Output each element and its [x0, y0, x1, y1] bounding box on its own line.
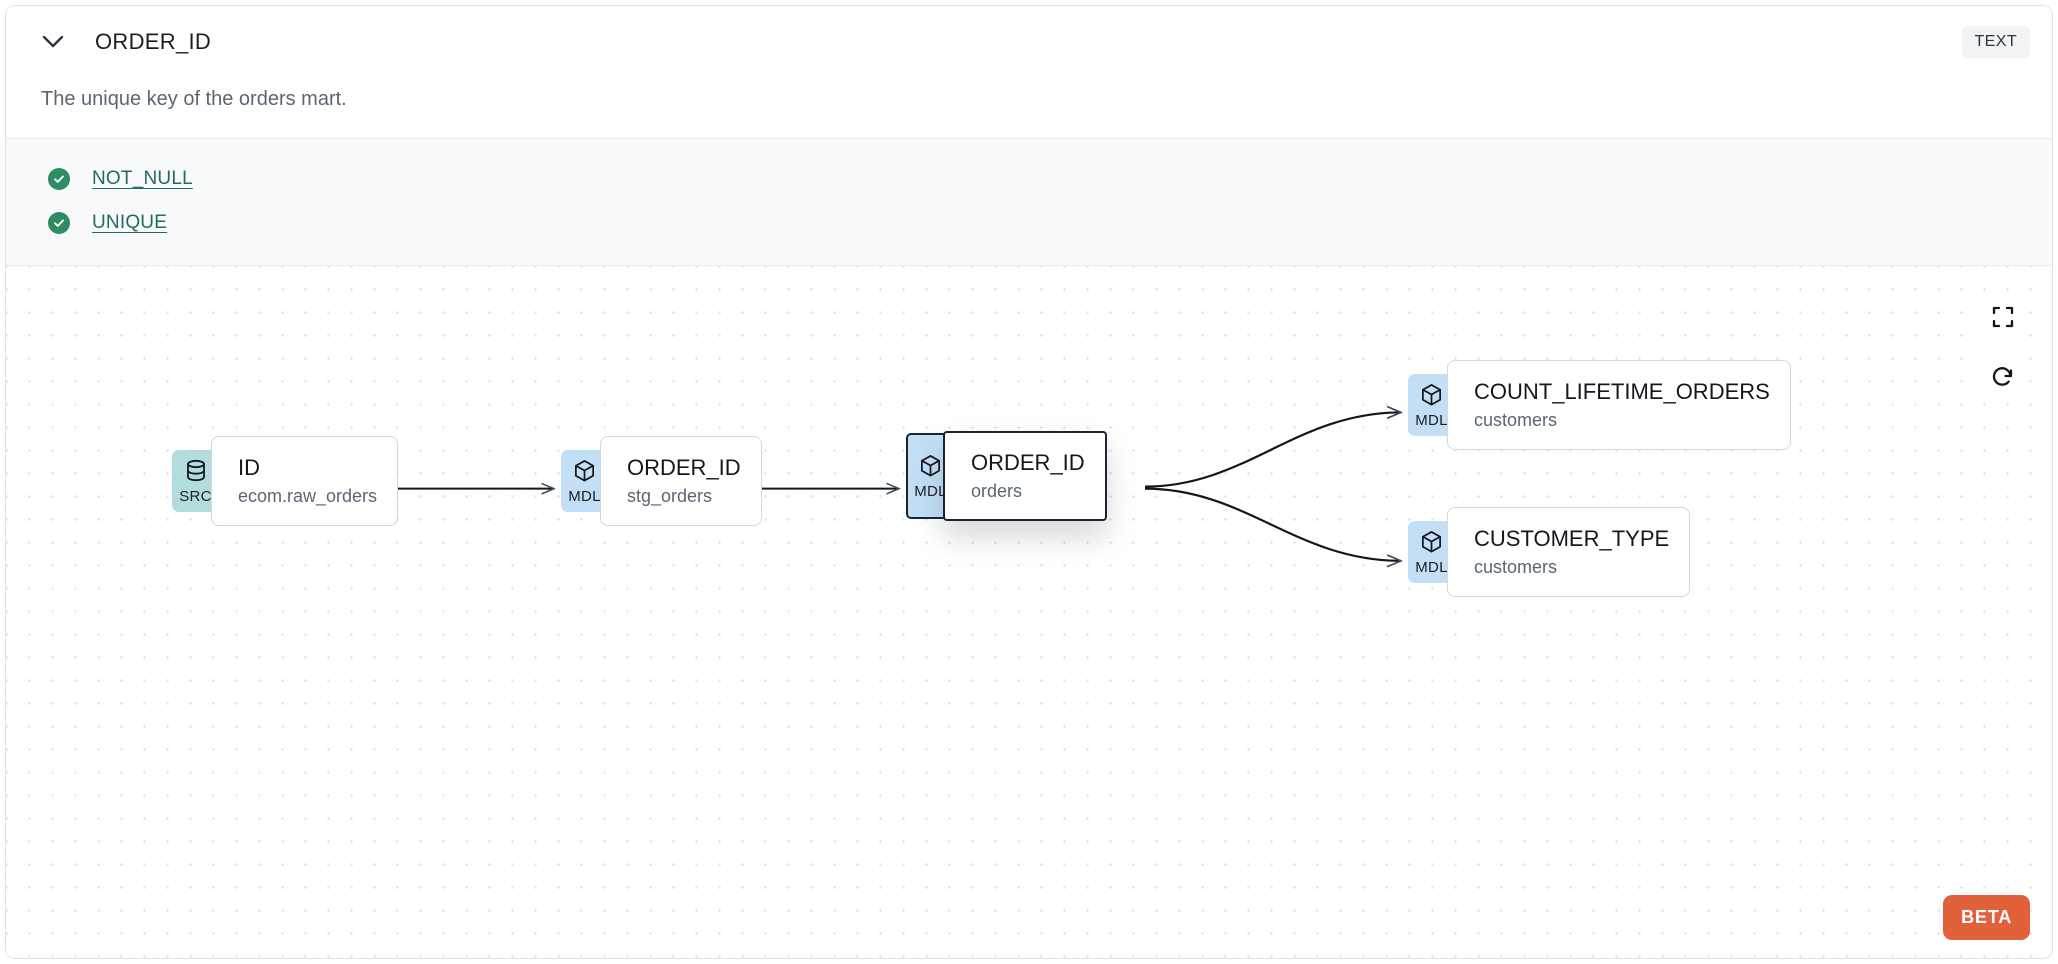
column-detail-panel: ORDER_ID TEXT The unique key of the orde…	[5, 5, 2053, 959]
fit-view-icon[interactable]	[1980, 294, 2026, 340]
test-link-unique[interactable]: UNIQUE	[92, 212, 168, 233]
node-table-name: customers	[1474, 409, 1558, 430]
node-body: CUSTOMER_TYPE customers	[1447, 507, 1691, 597]
source-badge-label: SRC	[179, 487, 212, 505]
panel-header: ORDER_ID TEXT	[6, 6, 2052, 78]
edge-orders-to-count	[1144, 412, 1401, 488]
test-row: NOT_NULL	[48, 157, 2022, 201]
model-badge-label: MDL	[568, 487, 601, 505]
node-body: ORDER_ID stg_orders	[600, 436, 762, 526]
lineage-canvas[interactable]: SRC ID ecom.raw_orders MDL ORDE	[6, 266, 2052, 958]
node-body: COUNT_LIFETIME_ORDERS customers	[1447, 360, 1791, 450]
node-table-name: orders	[971, 480, 1023, 501]
node-column-name: CUSTOMER_TYPE	[1474, 526, 1670, 552]
node-table-name: ecom.raw_orders	[238, 485, 378, 506]
check-circle-icon	[48, 168, 70, 190]
lineage-node-count-lifetime-orders[interactable]: MDL COUNT_LIFETIME_ORDERS customers	[1408, 360, 1791, 450]
database-icon	[185, 459, 207, 488]
node-table-name: customers	[1474, 556, 1558, 577]
test-row: UNIQUE	[48, 201, 2022, 245]
lineage-node-stg-order-id[interactable]: MDL ORDER_ID stg_orders	[561, 436, 762, 526]
cube-icon	[573, 459, 596, 488]
node-column-name: ID	[238, 455, 260, 481]
node-column-name: COUNT_LIFETIME_ORDERS	[1474, 379, 1770, 405]
cube-icon	[1420, 383, 1443, 412]
canvas-controls	[1980, 294, 2026, 400]
beta-badge[interactable]: BETA	[1943, 895, 2030, 940]
node-column-name: ORDER_ID	[627, 455, 741, 481]
model-badge-label: MDL	[1415, 411, 1448, 429]
lineage-node-orders-order-id[interactable]: MDL ORDER_ID orders	[906, 431, 1107, 521]
tests-section: NOT_NULL UNIQUE	[6, 138, 2052, 266]
cube-icon	[919, 454, 942, 483]
node-body: ORDER_ID orders	[943, 431, 1107, 521]
column-type-badge: TEXT	[1961, 26, 2030, 58]
check-circle-icon	[48, 212, 70, 234]
model-badge-label: MDL	[1415, 558, 1448, 576]
chevron-down-icon[interactable]	[36, 25, 70, 59]
test-link-not-null[interactable]: NOT_NULL	[92, 168, 193, 189]
refresh-icon[interactable]	[1980, 354, 2026, 400]
node-body: ID ecom.raw_orders	[211, 436, 399, 526]
lineage-node-customer-type[interactable]: MDL CUSTOMER_TYPE customers	[1408, 507, 1691, 597]
cube-icon	[1420, 530, 1443, 559]
page-title: ORDER_ID	[95, 29, 212, 54]
model-badge-label: MDL	[914, 482, 947, 500]
lineage-node-src-id[interactable]: SRC ID ecom.raw_orders	[172, 436, 399, 526]
node-table-name: stg_orders	[627, 485, 713, 506]
edge-orders-to-customer-type	[1144, 487, 1401, 561]
column-description: The unique key of the orders mart.	[41, 88, 347, 110]
node-column-name: ORDER_ID	[971, 450, 1085, 476]
